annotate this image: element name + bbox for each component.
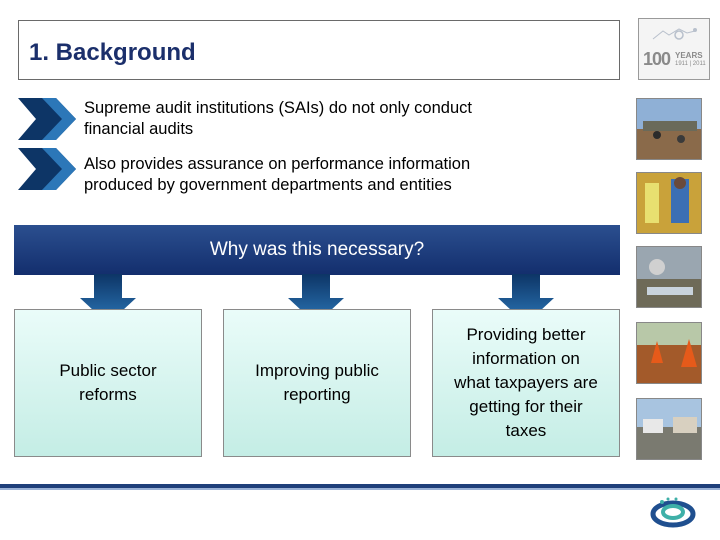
bullet-2: Also provides assurance on performance i… — [84, 154, 584, 196]
water-supply-photo — [636, 172, 702, 234]
bullet-2-line-1: Also provides assurance on performance i… — [84, 155, 471, 173]
pipe-workers-photo — [636, 246, 702, 308]
reason-3-line-1: Providing better — [466, 325, 586, 344]
question-banner: Why was this necessary? — [14, 225, 620, 275]
bullet-2-line-2: produced by government departments and e… — [84, 176, 452, 194]
reason-box-2: Improving public reporting — [223, 309, 411, 457]
down-arrow-icon — [288, 274, 344, 324]
footer-rule-accent — [0, 488, 720, 490]
bullet-1-line-2: financial audits — [84, 120, 194, 138]
reason-3-line-5: taxes — [505, 421, 547, 440]
bullet-1: Supreme audit institutions (SAIs) do not… — [84, 98, 584, 140]
star-map-icon — [652, 28, 697, 40]
reason-box-3: Providing better information on what tax… — [432, 309, 620, 457]
banner-text: Why was this necessary? — [209, 239, 425, 260]
reason-2-line-2: reporting — [283, 385, 351, 404]
footer-rule — [0, 484, 720, 488]
reason-1-line-1: Public sector — [59, 361, 157, 380]
down-arrow-icon — [498, 274, 554, 324]
reason-box-1: Public sector reforms — [14, 309, 202, 457]
organisation-logo-icon — [650, 497, 696, 528]
logo-years: YEARS — [675, 51, 703, 60]
road-workers-photo — [636, 98, 702, 160]
logo-span: 1911 | 2011 — [675, 61, 706, 67]
reason-3-line-4: getting for their — [469, 397, 583, 416]
reason-2-line-1: Improving public — [255, 361, 379, 380]
township-photo — [636, 398, 702, 460]
chevron-bullet-icon — [18, 98, 76, 140]
reason-1-line-2: reforms — [79, 385, 137, 404]
reason-3-line-3: what taxpayers are — [454, 373, 598, 392]
reason-3-line-2: information on — [472, 349, 580, 368]
title-box: 1. Background — [18, 20, 620, 80]
bullet-1-line-1: Supreme audit institutions (SAIs) do not… — [84, 99, 472, 117]
centenary-logo: 100 YEARS 1911 | 2011 — [638, 18, 710, 80]
slide-title: 1. Background — [29, 39, 196, 66]
road-cones-photo — [636, 322, 702, 384]
down-arrow-icon — [80, 274, 136, 324]
logo-number: 100 — [643, 49, 671, 69]
chevron-bullet-icon — [18, 148, 76, 190]
